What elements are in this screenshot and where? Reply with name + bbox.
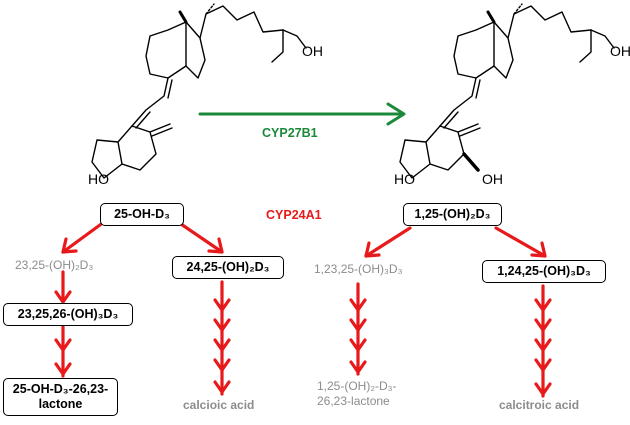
compound-23-25-oh2d3: 23,25-(OH)₂D₃ bbox=[15, 258, 94, 272]
compound-1-24-25-oh3d3: 1,24,25-(OH)₃D₃ bbox=[482, 260, 606, 283]
atom-ho-ring-right: HO bbox=[394, 171, 415, 187]
compound-1-23-25-oh3d3: 1,23,25-(OH)₃D₃ bbox=[314, 262, 403, 276]
lactone-left-line1: 25-OH-D₃-26,23- bbox=[12, 382, 109, 396]
atom-oh-side-left: OH bbox=[302, 43, 323, 59]
label-cyp24a1: CYP24A1 bbox=[266, 208, 322, 222]
compound-calcioic-acid: calcioic acid bbox=[183, 398, 255, 412]
compound-1-25-oh2d3: 1,25-(OH)₂D₃ bbox=[403, 203, 502, 226]
atom-oh-1alpha: OH bbox=[482, 171, 503, 187]
compound-23-25-26-oh3d3: 23,25,26-(OH)₃D₃ bbox=[3, 303, 133, 326]
arrow-to-1-24-25-oh3d3 bbox=[494, 226, 547, 258]
label-cyp27b1: CYP27B1 bbox=[262, 126, 318, 140]
compound-24-25-oh2d3: 24,25-(OH)₂D₃ bbox=[172, 256, 284, 279]
compound-25-oh-d3: 25-OH-D₃ bbox=[100, 203, 184, 226]
atom-oh-side-right: OH bbox=[610, 43, 630, 59]
compound-25-oh-d3-lactone: 25-OH-D₃-26,23- lactone bbox=[3, 378, 118, 416]
arrow-cyp27b1 bbox=[198, 102, 406, 126]
lactone-right-line2: 26,23-lactone bbox=[317, 394, 390, 408]
lactone-left-line2: lactone bbox=[38, 397, 83, 411]
arrow-to-23-25-oh2d3 bbox=[61, 220, 106, 254]
compound-calcitroic-acid: calcitroic acid bbox=[499, 398, 580, 412]
compound-1-25-oh2-d3-lactone: 1,25-(OH)₂-D₃- 26,23-lactone bbox=[317, 379, 397, 409]
lactone-right-line1: 1,25-(OH)₂-D₃- bbox=[317, 379, 397, 393]
molecule-25-oh-d3 bbox=[91, 3, 307, 179]
arrow-to-1-23-25-oh3d3 bbox=[364, 226, 412, 258]
arrow-to-24-25-oh2d3 bbox=[176, 220, 224, 254]
molecule-1-25-oh2-d3 bbox=[399, 3, 615, 179]
atom-ho-ring-left: HO bbox=[88, 171, 109, 187]
